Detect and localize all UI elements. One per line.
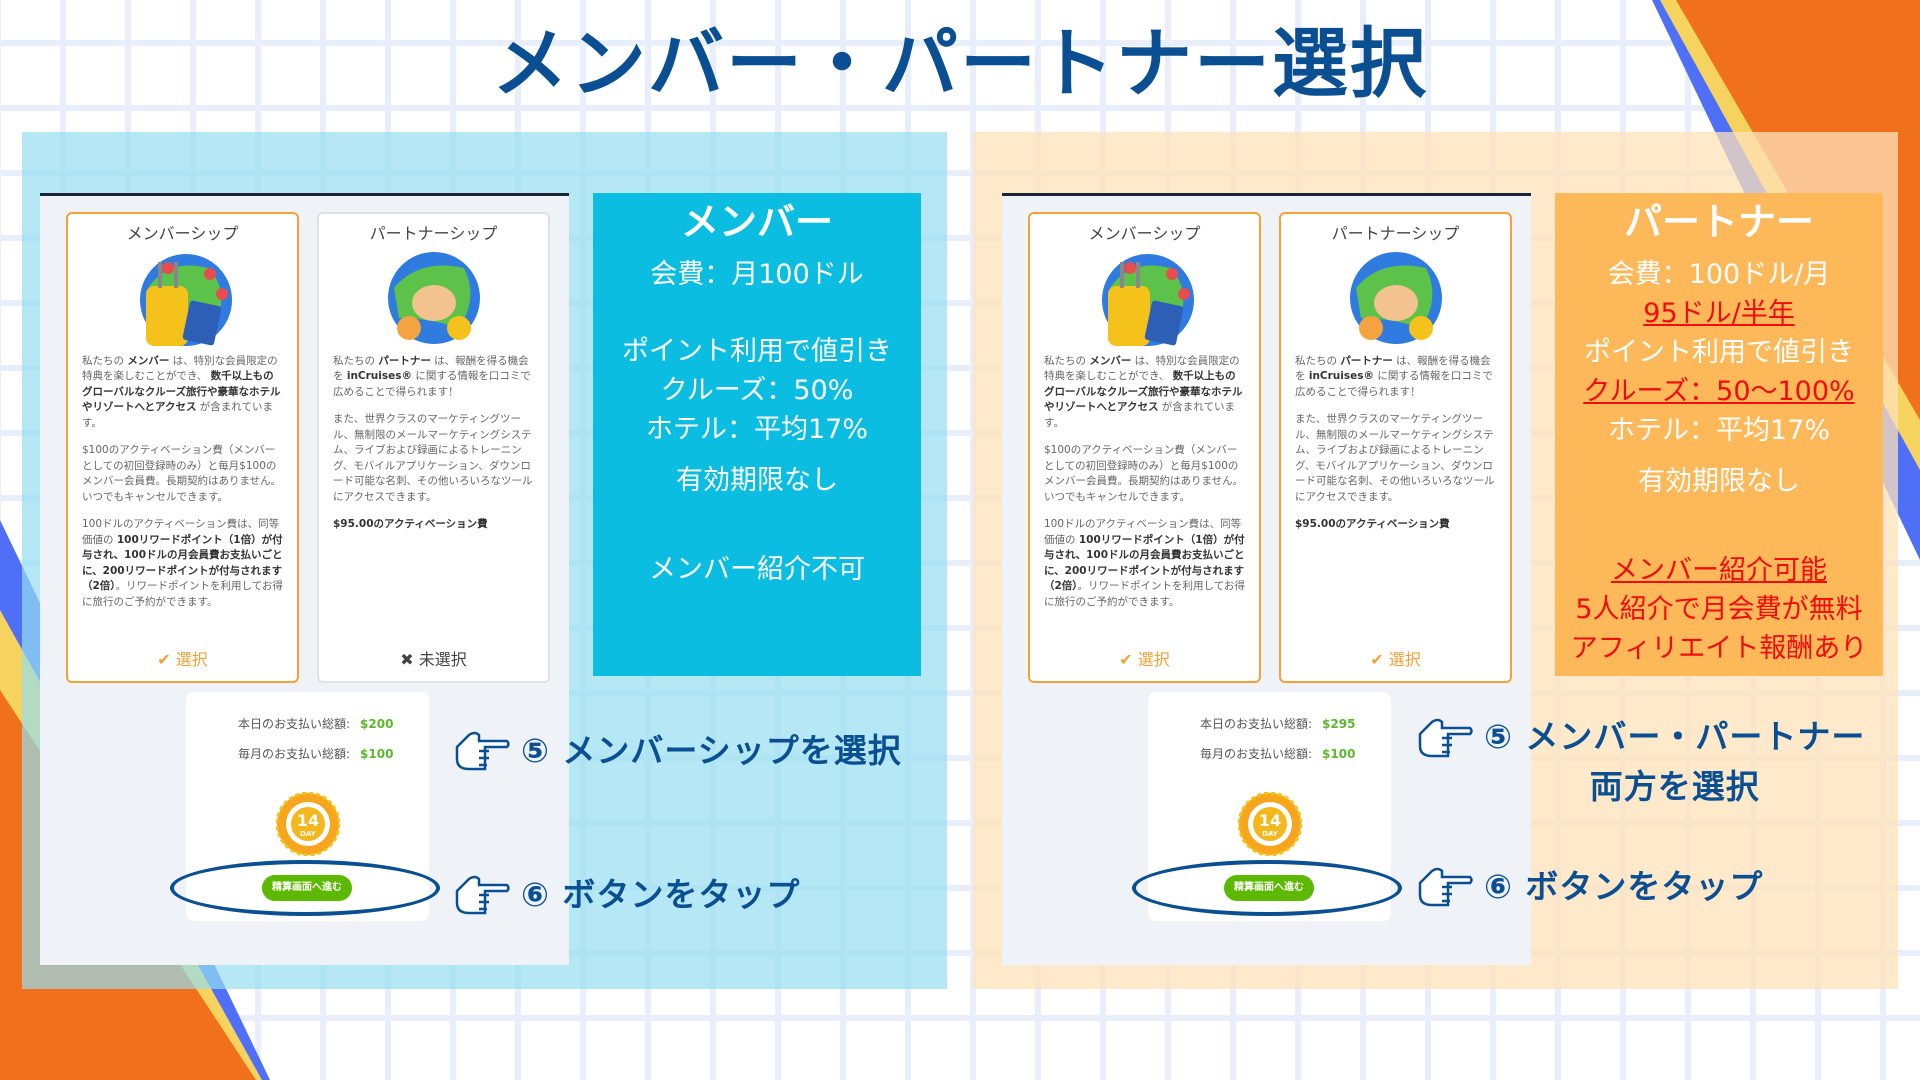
pointing-hand-icon xyxy=(1418,718,1473,758)
membership-card[interactable]: メンバーシップ 私たちの メンバー は、特別な会員限定の特典を楽しむことができ、… xyxy=(1028,212,1261,683)
step-6-right: ⑥ ボタンをタップ xyxy=(1418,862,1763,912)
card-fee: $95.00のアクティベーション費 xyxy=(333,518,488,530)
proceed-to-checkout-button[interactable]: 精算画面へ進む xyxy=(262,875,352,901)
luggage-globe-icon xyxy=(1101,253,1194,346)
pointing-hand-icon xyxy=(1418,867,1473,907)
handshake-globe-icon xyxy=(1349,251,1442,344)
svg-text:14: 14 xyxy=(1259,811,1281,830)
select-status[interactable]: ✔ 選択 xyxy=(157,649,208,669)
step-5-right: ⑤ メンバー・パートナー両方を選択 xyxy=(1418,712,1865,812)
card-title: メンバーシップ xyxy=(1088,224,1201,243)
card-description: 私たちの パートナー は、報酬を得る機会を inCruises® に関する情報を… xyxy=(333,354,531,398)
svg-text:DAY: DAY xyxy=(1262,830,1279,838)
svg-text:DAY: DAY xyxy=(300,830,317,838)
card-tools: また、世界クラスのマーケティングツール、無制限のメールマーケティングシステム、ラ… xyxy=(333,413,533,503)
step-6-left: ⑥ ボタンをタップ xyxy=(455,870,800,920)
card-fees: $100のアクティベーション費（メンバーとしての初回登録時のみ）と毎月$100の… xyxy=(82,444,282,503)
partner-info-box: パートナー 会費：100ドル/月 95ドル/半年 ポイント利用で値引き クルーズ… xyxy=(1555,193,1883,676)
select-status[interactable]: ✔ 選択 xyxy=(1119,649,1170,669)
today-total: $295 xyxy=(1322,717,1356,731)
today-total: $200 xyxy=(360,717,394,731)
card-points: 100ドルのアクティベーション費は、同等価値の 100リワードポイント（1倍）が… xyxy=(1044,518,1245,608)
pointing-hand-icon xyxy=(455,731,510,771)
check-icon: ✔ xyxy=(1119,649,1138,669)
monthly-total: $100 xyxy=(1322,747,1356,761)
card-title: メンバーシップ xyxy=(126,224,239,243)
membership-card[interactable]: メンバーシップ 私たちの メンバー は、特別な会員限定の特典を楽しむことができ、… xyxy=(66,212,299,683)
partnership-card[interactable]: パートナーシップ 私たちの パートナー は、報酬を得る機会を inCruises… xyxy=(1279,212,1512,683)
card-title: パートナーシップ xyxy=(1331,224,1460,243)
svg-text:14: 14 xyxy=(297,811,319,830)
select-status[interactable]: ✔ 選択 xyxy=(1370,649,1421,669)
pointing-hand-icon xyxy=(455,875,510,915)
card-description: 私たちの メンバー は、特別な会員限定の特典を楽しむことができ、 数千以上ものグ… xyxy=(1044,354,1243,429)
card-fee: $95.00のアクティベーション費 xyxy=(1295,518,1450,530)
luggage-globe-icon xyxy=(139,253,232,346)
x-icon: ✖ xyxy=(400,649,419,669)
partner-selection-screenshot: メンバーシップ 私たちの メンバー は、特別な会員限定の特典を楽しむことができ、… xyxy=(1002,193,1531,965)
check-icon: ✔ xyxy=(157,649,176,669)
partnership-card[interactable]: パートナーシップ 私たちの パートナー は、報酬を得る機会を inCruises… xyxy=(317,212,550,683)
step-5-left: ⑤ メンバーシップを選択 xyxy=(455,726,902,776)
card-tools: また、世界クラスのマーケティングツール、無制限のメールマーケティングシステム、ラ… xyxy=(1295,413,1495,503)
page-title: メンバー・パートナー選択 xyxy=(492,19,1428,108)
card-description: 私たちの パートナー は、報酬を得る機会を inCruises® に関する情報を… xyxy=(1295,354,1493,398)
member-info-box: メンバー 会費：月100ドル ポイント利用で値引き クルーズ：50% ホテル：平… xyxy=(593,193,921,676)
card-fees: $100のアクティベーション費（メンバーとしての初回登録時のみ）と毎月$100の… xyxy=(1044,444,1244,503)
proceed-to-checkout-button[interactable]: 精算画面へ進む xyxy=(1224,875,1314,901)
select-status[interactable]: ✖ 未選択 xyxy=(400,649,467,669)
handshake-globe-icon xyxy=(387,251,480,344)
card-title: パートナーシップ xyxy=(369,224,498,243)
card-points: 100ドルのアクティベーション費は、同等価値の 100リワードポイント（1倍）が… xyxy=(82,518,283,608)
check-icon: ✔ xyxy=(1370,649,1389,669)
monthly-total: $100 xyxy=(360,747,394,761)
member-selection-screenshot: メンバーシップ 私たちの メンバー は、特別な会員限定の特典を楽しむことができ、… xyxy=(40,193,569,965)
card-description: 私たちの メンバー は、特別な会員限定の特典を楽しむことができ、 数千以上ものグ… xyxy=(82,354,281,429)
